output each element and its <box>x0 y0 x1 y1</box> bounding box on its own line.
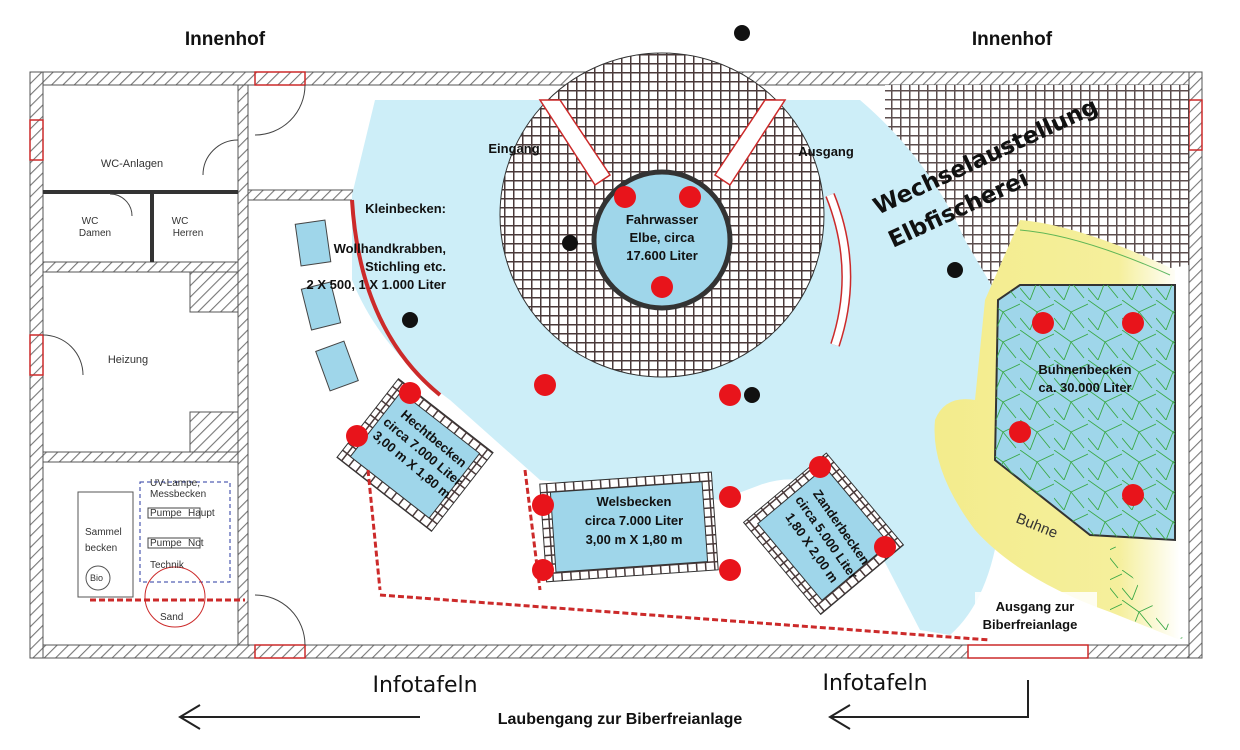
exit-label: Ausgang <box>798 144 854 159</box>
wels-label: Welsbecken circa 7.000 Liter 3,00 m X 1,… <box>585 494 683 547</box>
buhnen-line: ca. 30.000 Liter <box>1038 380 1131 395</box>
marker-layer <box>346 186 1144 581</box>
red-marker <box>1122 312 1144 334</box>
courtyard-right-label: Innenhof <box>972 29 1053 50</box>
red-marker <box>719 559 741 581</box>
sand-label: Sand <box>160 612 183 623</box>
courtyard-left-label: Innenhof <box>185 29 266 50</box>
bio-label: Bio <box>90 573 103 583</box>
fahrwasser-line: 17.600 Liter <box>626 248 698 263</box>
wels-line: circa 7.000 Liter <box>585 513 683 528</box>
kleinbecken-line: Stichling etc. <box>365 259 446 274</box>
zander-tank <box>742 452 905 616</box>
kleinbecken-label: Kleinbecken: Wollhandkrabben, Stichling … <box>307 201 446 292</box>
fahrwasser-label: Fahrwasser Elbe, circa 17.600 Liter <box>626 212 698 263</box>
buhnen-label: Buhnenbecken ca. 30.000 Liter <box>1038 362 1131 395</box>
wels-line: 3,00 m X 1,80 m <box>586 532 683 547</box>
red-marker <box>1009 421 1031 443</box>
kleinbecken-line: 2 X 500, 1 X 1.000 Liter <box>307 277 446 292</box>
red-marker <box>719 384 741 406</box>
technik-label: Technik <box>150 560 185 571</box>
exit-beaver-label-2: Biberfreianlage <box>983 617 1078 632</box>
hecht-label: Hechtbecken circa 7.000 Liter 3,00 m X 1… <box>370 407 470 502</box>
technik-box <box>139 481 231 583</box>
kleinbecken-line: Kleinbecken: <box>365 201 446 216</box>
arrows <box>178 680 1029 730</box>
fahrwasser-line: Fahrwasser <box>626 212 698 227</box>
sammel-label-1: Sammel <box>85 527 122 538</box>
wc-damen-label-2: Damen <box>79 228 111 239</box>
red-marker <box>719 486 741 508</box>
red-marker <box>874 536 896 558</box>
walkway-label: Laubengang zur Biberfreianlage <box>498 711 743 728</box>
red-marker <box>651 276 673 298</box>
kleinbecken-band <box>350 199 442 397</box>
entrance-label: Eingang <box>488 141 539 156</box>
wc-label: WC-Anlagen <box>101 158 163 170</box>
exit-beaver-box <box>975 592 1097 634</box>
red-marker <box>346 425 368 447</box>
info-right-label: Infotafeln <box>822 671 927 696</box>
kleinbecken-line: Wollhandkrabben, <box>334 241 446 256</box>
red-marker <box>532 559 554 581</box>
wels-tank <box>539 471 719 583</box>
wc-herren-label-2: Herren <box>173 228 204 239</box>
red-marker <box>532 494 554 516</box>
info-left-label: Infotafeln <box>372 673 477 698</box>
pumpe-not-label-1: Pumpe <box>150 538 182 549</box>
pumpe-haupt-label-1: Pumpe <box>150 508 182 519</box>
uv-label-2: Messbecken <box>150 489 206 500</box>
buhnen-line: Buhnenbecken <box>1038 362 1131 377</box>
red-marker <box>679 186 701 208</box>
red-marker <box>614 186 636 208</box>
heizung-label: Heizung <box>108 354 148 366</box>
red-marker <box>399 382 421 404</box>
wels-line: Welsbecken <box>597 494 672 509</box>
wc-damen-label-1: WC <box>82 216 99 227</box>
fahrwasser-line: Elbe, circa <box>629 230 695 245</box>
uv-label-1: UV-Lampe, <box>150 478 200 489</box>
red-marker <box>1032 312 1054 334</box>
building-walls <box>29 71 1203 659</box>
red-marker <box>809 456 831 478</box>
pumpe-not-label-2: Not <box>188 538 204 549</box>
sammel-label-2: becken <box>85 543 117 554</box>
red-marker <box>534 374 556 396</box>
pumpe-haupt-label-2: Haupt <box>188 508 215 519</box>
wc-herren-label-1: WC <box>172 216 189 227</box>
visitor-icon <box>402 25 963 403</box>
red-marker <box>1122 484 1144 506</box>
exit-beaver-label-1: Ausgang zur <box>996 599 1075 614</box>
hecht-tank <box>336 377 494 533</box>
